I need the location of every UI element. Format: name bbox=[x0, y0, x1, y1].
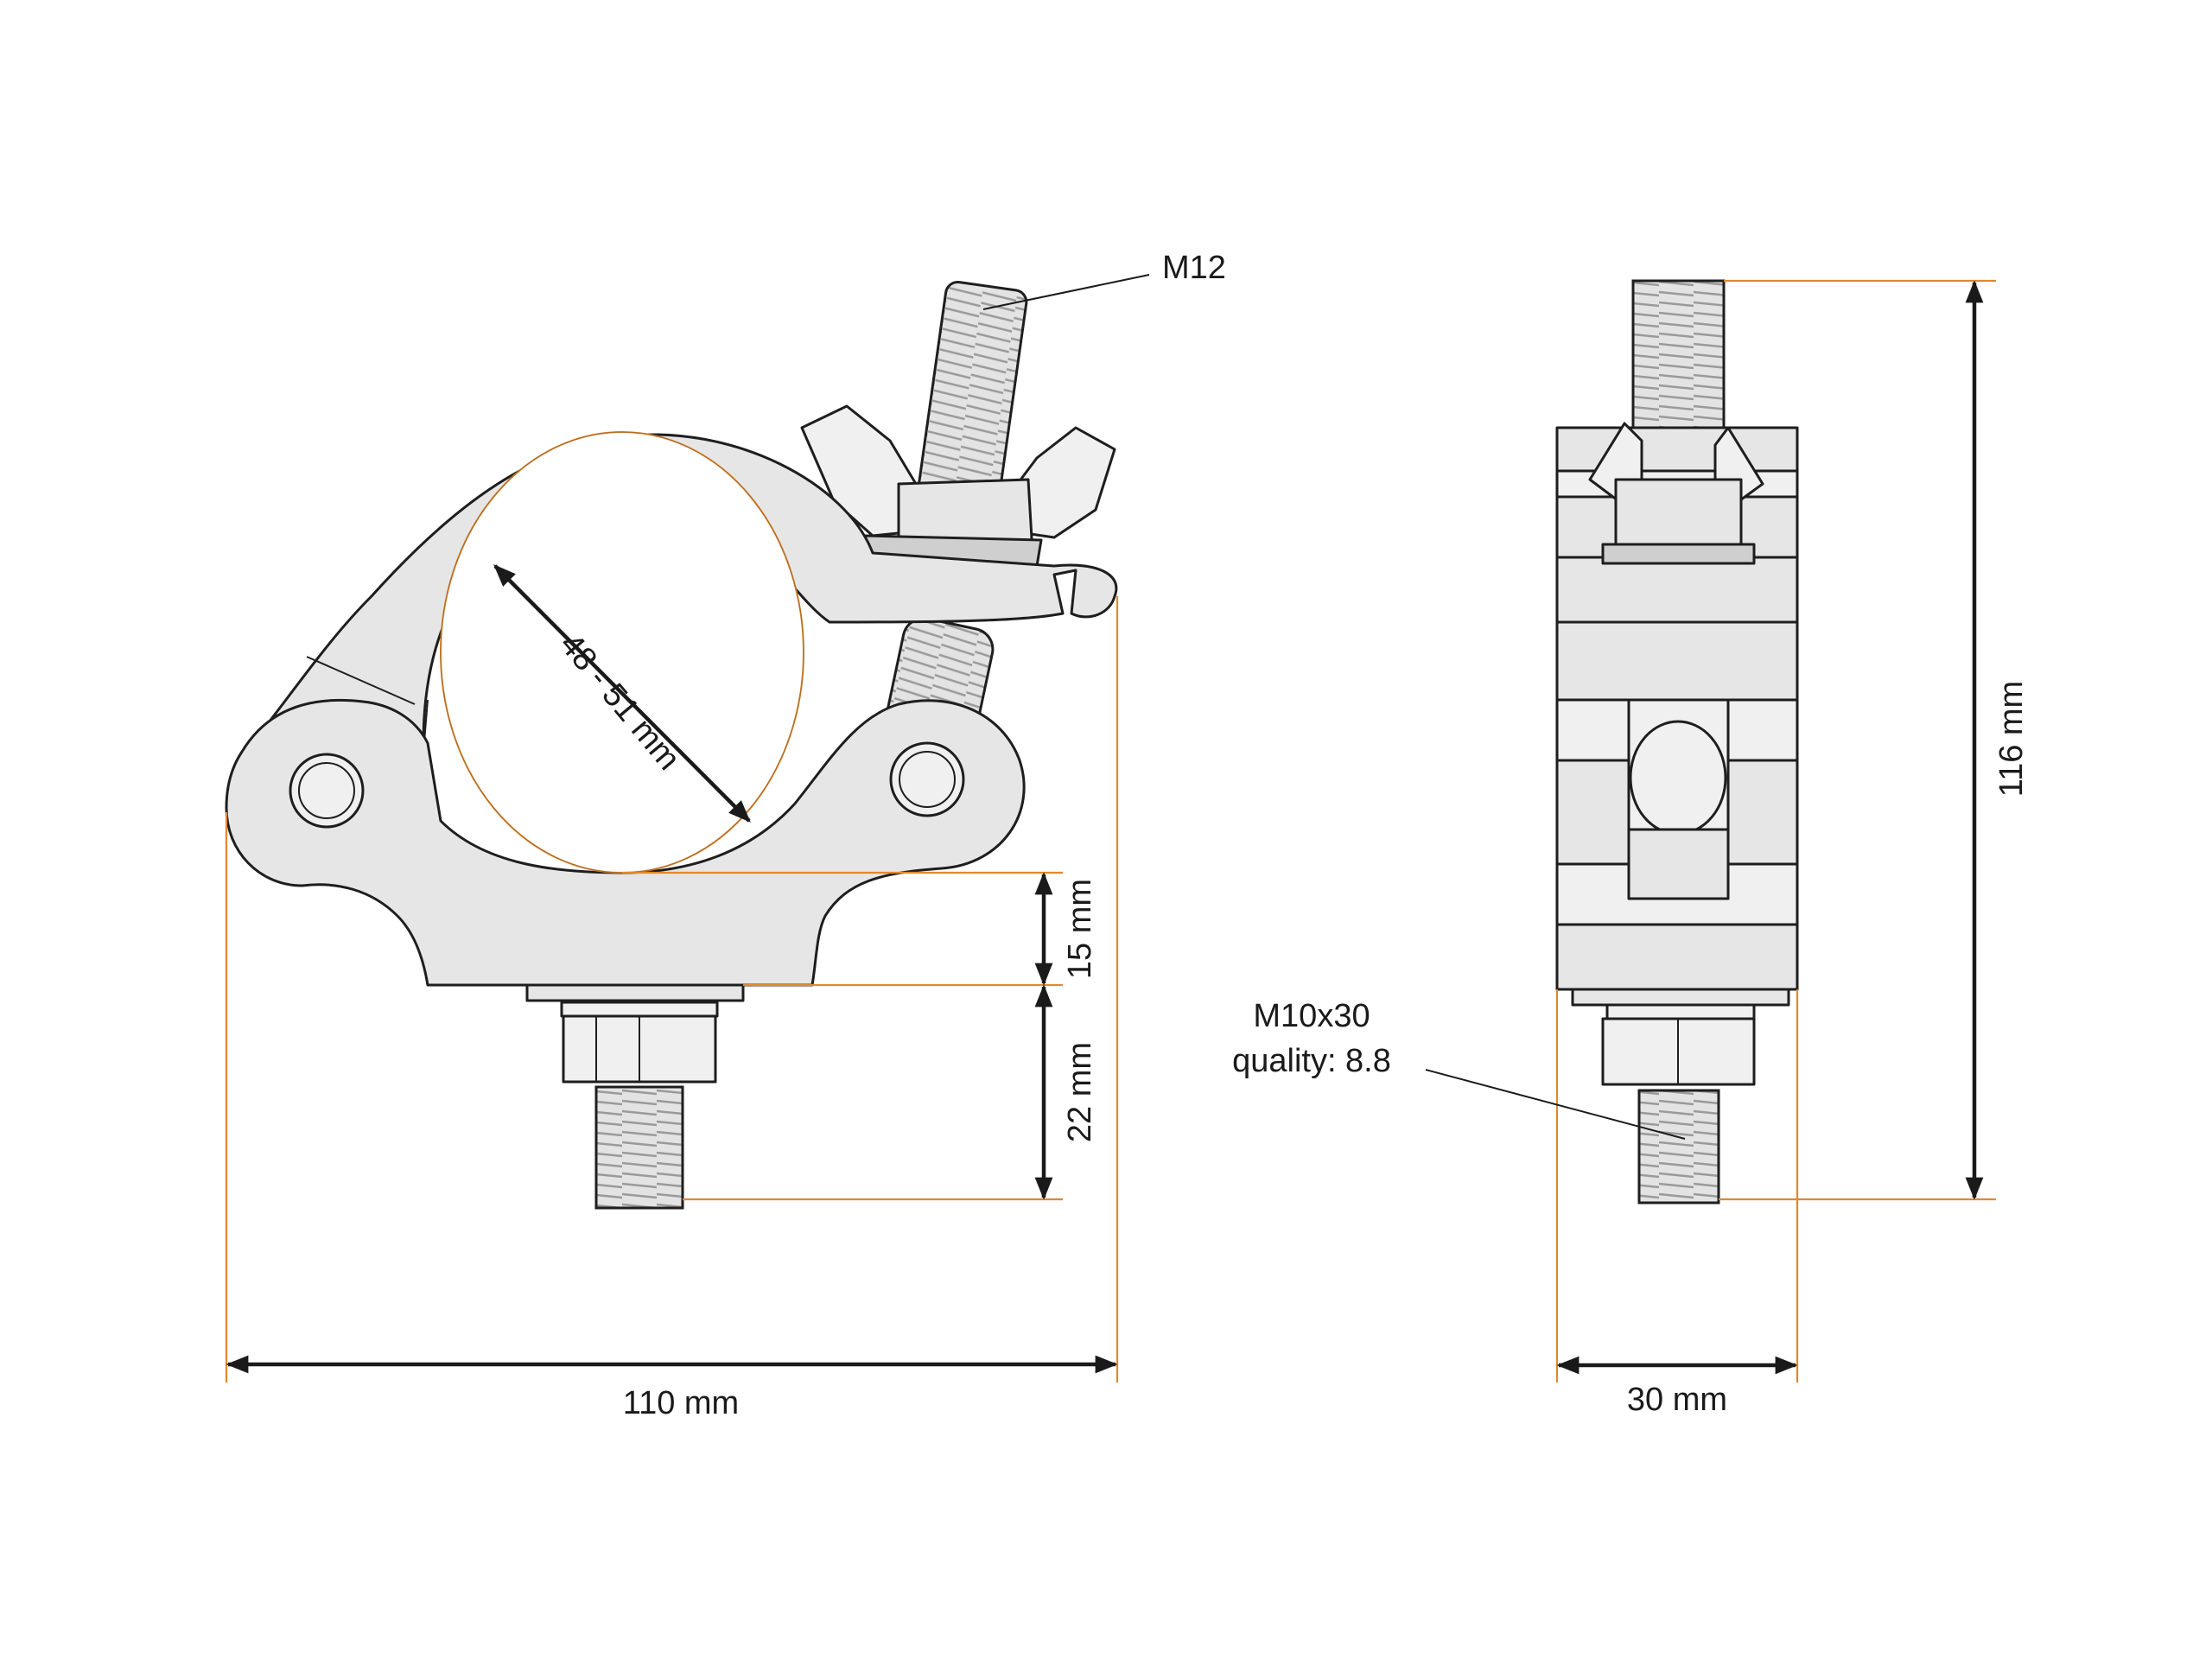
dim-116-label: 116 mm bbox=[1993, 681, 2030, 797]
dim-30-label: 30 mm bbox=[1627, 1382, 1727, 1418]
m12-label: M12 bbox=[1162, 250, 1226, 286]
side-view bbox=[1555, 279, 1799, 1205]
front-extension-lines bbox=[225, 596, 1119, 1382]
dim-110-label: 110 mm bbox=[623, 1385, 739, 1421]
dim-22: 22 mm bbox=[1034, 984, 1098, 1200]
bolt-callout: M10x30 quality: 8.8 bbox=[1232, 998, 1686, 1140]
bottom-bolt bbox=[525, 983, 745, 1210]
wing-nut bbox=[800, 404, 1116, 568]
dim-30: 30 mm bbox=[1556, 1356, 1798, 1418]
dim-22-label: 22 mm bbox=[1062, 1042, 1098, 1142]
side-extension-lines bbox=[1555, 279, 1996, 1382]
m12-callout: M12 bbox=[982, 250, 1226, 310]
dim-116: 116 mm bbox=[1965, 280, 2030, 1200]
lower-jaw bbox=[225, 698, 1026, 987]
tube-opening bbox=[440, 431, 804, 874]
dim-15-label: 15 mm bbox=[1062, 879, 1098, 979]
dim-110: 110 mm bbox=[226, 1355, 1118, 1421]
dim-15: 15 mm bbox=[1034, 872, 1098, 986]
bolt-label-line1: M10x30 bbox=[1253, 998, 1370, 1034]
bolt-label-line2: quality: 8.8 bbox=[1232, 1043, 1391, 1079]
